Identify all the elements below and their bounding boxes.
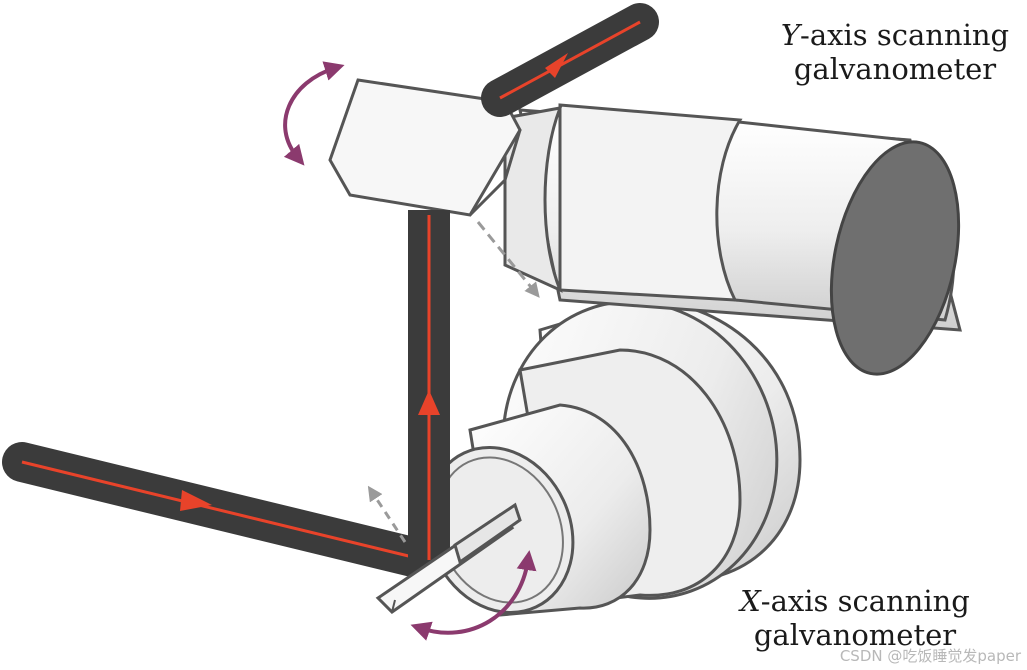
y-axis-letter: Y	[780, 18, 801, 52]
x-axis-suffix: -axis scanning	[760, 584, 970, 618]
y-axis-galvanometer-label: Y-axis scanning galvanometer	[760, 18, 1027, 86]
y-galvanometer-motor	[503, 103, 962, 376]
beam-arrow-input	[180, 490, 212, 511]
y-axis-label-line2: galvanometer	[793, 52, 997, 86]
vertical-beam-tube	[408, 210, 450, 565]
x-axis-letter: X	[740, 584, 761, 618]
beam-arrow-vertical	[418, 390, 440, 415]
watermark-text: CSDN @吃饭睡觉发paper	[839, 647, 1021, 665]
y-rotation-arrow	[283, 61, 345, 166]
x-rotation-arrow	[410, 550, 537, 641]
output-beam-tube	[481, 3, 659, 117]
y-axis-suffix: -axis scanning	[800, 18, 1010, 52]
x-galvanometer-motor	[425, 298, 802, 617]
x-axis-label-line2: galvanometer	[753, 618, 957, 652]
x-rotation-axis-arrow	[367, 485, 407, 543]
x-axis-galvanometer-label: X-axis scanning galvanometer	[720, 584, 990, 652]
input-beam-tube	[2, 442, 445, 580]
beam-arrow-output	[545, 53, 568, 78]
